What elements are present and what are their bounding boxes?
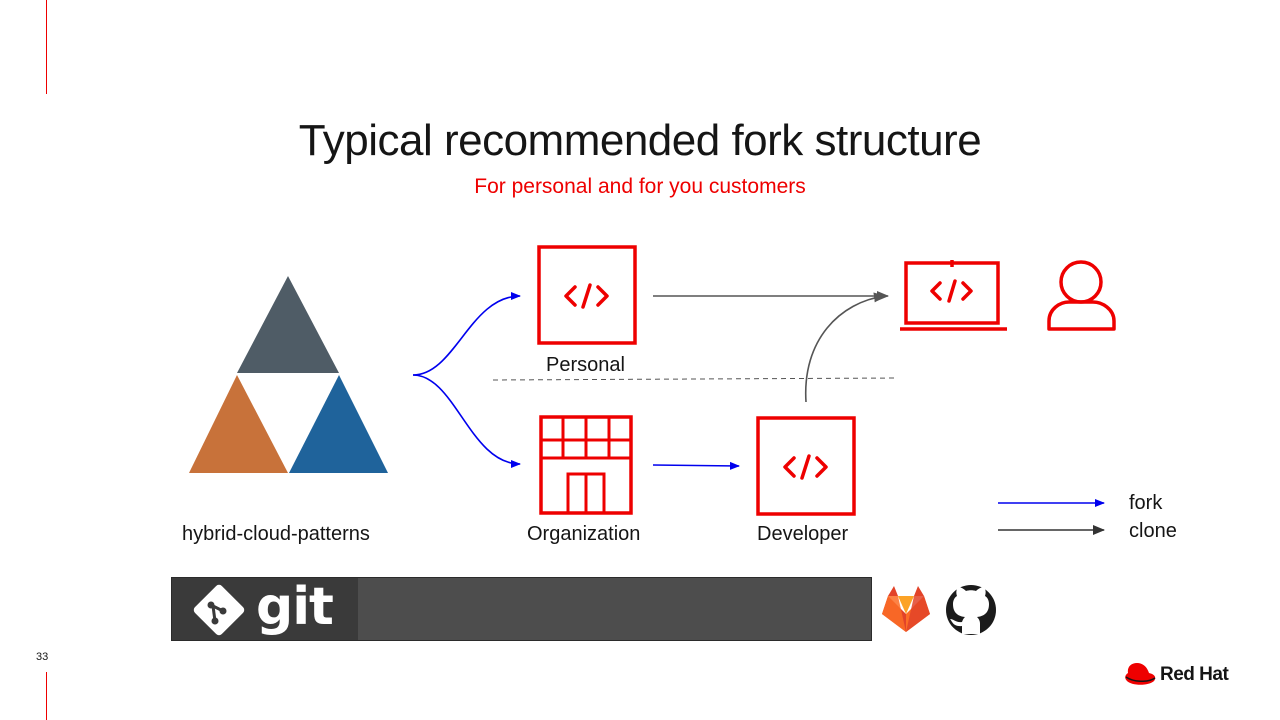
- github-icon: [946, 585, 996, 635]
- accent-line-bottom: [46, 672, 47, 720]
- legend-fork-label: fork: [1129, 492, 1163, 514]
- slide-title: Typical recommended fork structure: [298, 116, 982, 165]
- git-diamond-icon: [193, 584, 245, 636]
- gitlab-icon: [882, 586, 930, 632]
- user-icon: [1047, 260, 1116, 331]
- clone-arrow-developer-to-laptop: [805, 292, 886, 403]
- redhat-logo-icon: [1125, 663, 1156, 685]
- dashed-separator: [492, 377, 899, 381]
- legend-clone-label: clone: [1129, 520, 1177, 542]
- git-text: git: [256, 577, 334, 637]
- fork-arrow-to-personal: [412, 292, 521, 376]
- slide-subtitle: For personal and for you customers: [474, 175, 806, 198]
- personal-code-icon: [537, 245, 637, 345]
- fork-arrow-org-to-developer: [652, 461, 740, 470]
- organization-building-icon: [539, 415, 633, 515]
- redhat-wordmark: Red Hat: [1160, 664, 1229, 685]
- developer-label: Developer: [757, 523, 849, 545]
- personal-label: Personal: [546, 354, 625, 376]
- laptop-code-icon: [900, 260, 1007, 331]
- developer-code-icon: [756, 416, 856, 516]
- slide-number: 33: [36, 651, 49, 663]
- fork-arrow-to-organization: [412, 374, 521, 468]
- hybrid-cloud-patterns-logo-icon: [189, 276, 388, 473]
- upstream-label: hybrid-cloud-patterns: [182, 523, 370, 545]
- organization-label: Organization: [527, 523, 641, 545]
- accent-line-top: [46, 0, 47, 94]
